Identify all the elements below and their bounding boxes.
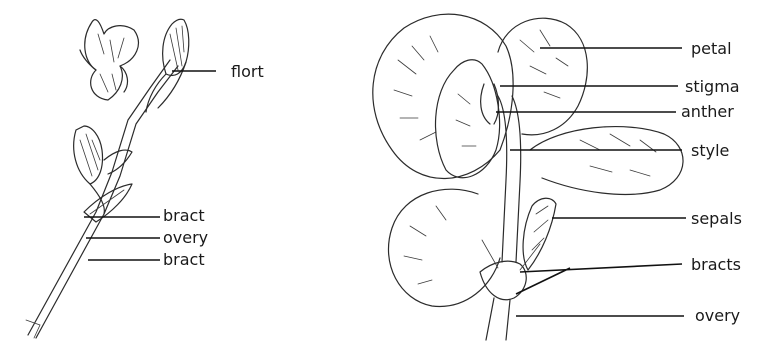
label-anther: anther xyxy=(681,102,734,121)
label-bract-lower: bract xyxy=(163,250,205,269)
leader-bracts-a xyxy=(520,264,682,272)
label-bracts: bracts xyxy=(691,255,741,274)
label-overy-right: overy xyxy=(695,306,740,325)
label-flort: flort xyxy=(231,62,264,81)
label-petal: petal xyxy=(691,39,732,58)
label-bract-upper: bract xyxy=(163,206,205,225)
label-overy-left: overy xyxy=(163,228,208,247)
label-stigma: stigma xyxy=(685,77,740,96)
label-sepals: sepals xyxy=(691,209,742,228)
label-style: style xyxy=(691,141,729,160)
right-flower-illustration xyxy=(373,14,683,340)
left-plant-illustration xyxy=(26,19,189,338)
